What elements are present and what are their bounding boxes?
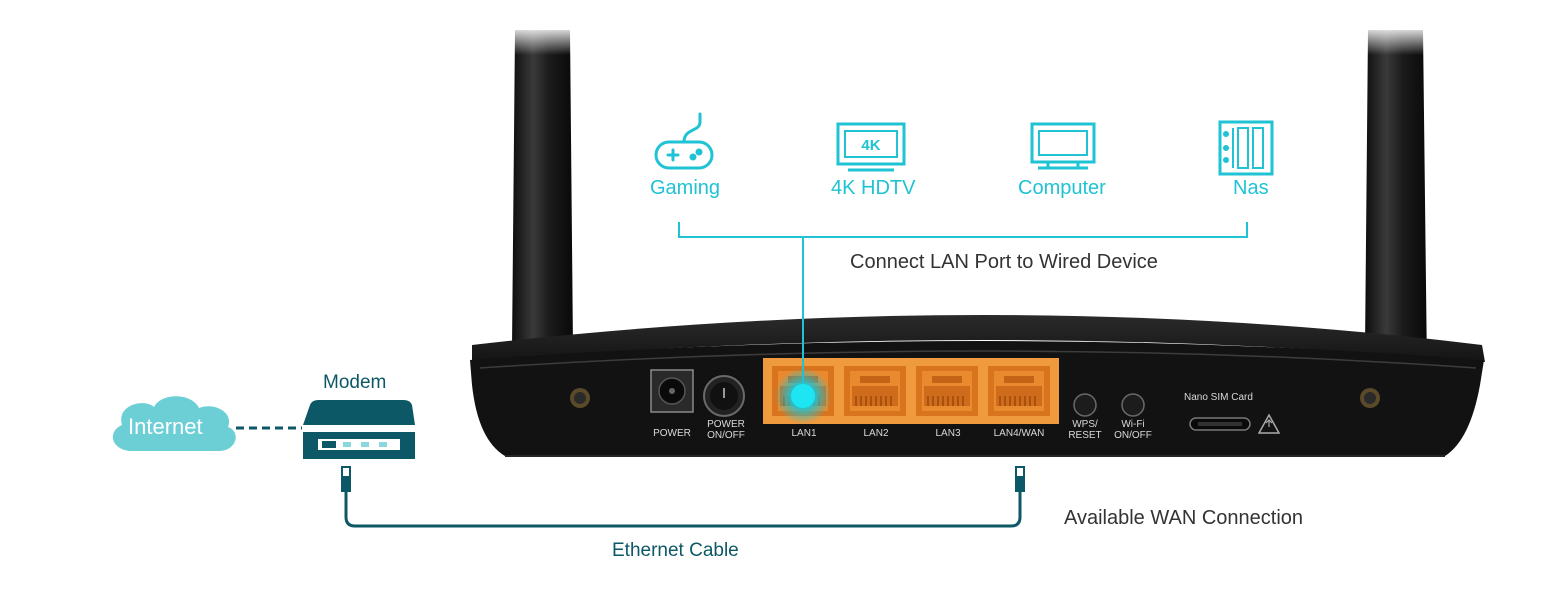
sim-label: Nano SIM Card [1184,392,1253,403]
wifi-onoff-label-line2: ON/OFF [1114,430,1152,441]
lan2-port [844,366,906,416]
lan-caption: Connect LAN Port to Wired Device [850,251,1158,273]
lan1-label: LAN1 [791,428,817,439]
power-jack [650,369,694,413]
power-onoff-label-line2: ON/OFF [707,430,745,441]
power-label: POWER [653,428,691,439]
power-onoff-button [703,375,745,417]
internet-label: Internet [128,414,203,439]
wifi-onoff-label-line1: Wi-Fi [1121,419,1145,430]
lan4-wan-label: LAN4/WAN [993,428,1045,439]
wan-caption: Available WAN Connection [1064,507,1304,529]
ethernet-cable [341,466,1025,528]
modem-icon [303,400,415,459]
wps-reset-label-line2: RESET [1068,430,1102,441]
wps-reset-label: WPS/ RESET [1063,419,1107,441]
lan2-label: LAN2 [863,428,889,439]
lan3-label: LAN3 [935,428,961,439]
wifi-onoff-button [1121,393,1145,417]
lan-bracket [678,222,1248,384]
gaming-label: Gaming [650,177,721,199]
lan4-wan-port [988,366,1050,416]
power-onoff-label-line1: POWER [707,419,745,430]
sim-slot [1189,413,1281,434]
computer-label: Computer [1018,177,1106,199]
gamepad-icon [654,112,714,170]
wifi-onoff-label: Wi-Fi ON/OFF [1111,419,1155,441]
wps-reset-button [1073,393,1097,417]
internet-cloud [112,396,236,452]
tv-4k-icon: 4K [836,122,906,172]
nas-icon [1218,120,1274,176]
modem-label: Modem [323,372,387,393]
tv-screen-text: 4K [861,137,880,154]
power-onoff-label: POWER ON/OFF [700,419,752,441]
wps-reset-label-line1: WPS/ [1072,419,1098,430]
monitor-icon [1030,122,1096,170]
lan1-highlight-core [791,384,815,408]
lan3-port [916,366,978,416]
nas-label: Nas [1233,177,1269,199]
hdtv-label: 4K HDTV [831,177,916,199]
cable-caption: Ethernet Cable [612,540,739,561]
